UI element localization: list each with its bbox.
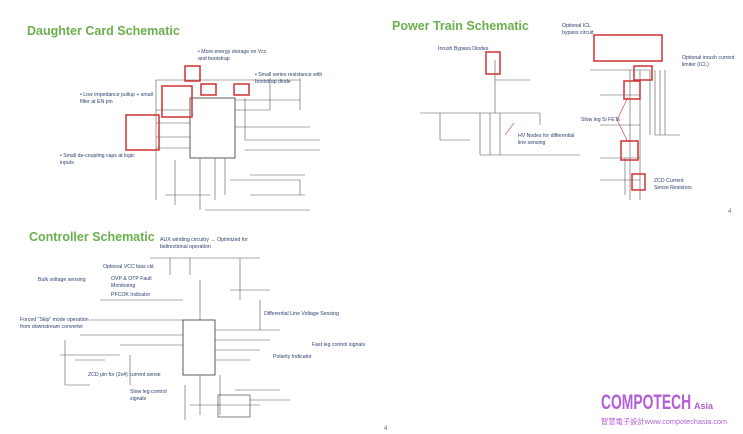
controller-title: Controller Schematic (29, 230, 155, 244)
logo-suffix: Asia (694, 401, 714, 411)
note-ovp-otp: OVP & OTP Fault Monitoring (111, 276, 152, 289)
power-train-page-number: 4 (728, 209, 732, 215)
note-inrush-diodes: Inrush Bypass Diodes (438, 46, 489, 52)
controller-schematic (60, 257, 290, 420)
power-train-title: Power Train Schematic (392, 19, 529, 33)
note-forced-skip: Forced “Skip” mode operation from downst… (20, 317, 89, 330)
note-energy-storage: More energy storage on Vcc and bootstrap (198, 49, 268, 63)
logo-tagline: 智慧電子設計www.compotechasia.com (601, 417, 728, 426)
note-zcd-resistors: ZCD Current Sense Resistors (654, 178, 692, 191)
power-train-schematic (420, 34, 680, 200)
note-polarity: Polarity Indicator (273, 354, 312, 360)
note-decoupling: Small de-coupling caps at logic inputs (60, 153, 142, 167)
daughter-card-schematic (125, 65, 320, 211)
compotech-logo: COMPOTECH Asia 智慧電子設計www.compotechasia.c… (601, 391, 741, 433)
note-bulk-voltage: Bulk voltage sensing (38, 277, 86, 283)
note-series-resistance: Small series resistance with bootstrap d… (255, 72, 340, 86)
logo-name: COMPOTECH (601, 391, 692, 414)
note-inrush-limiter: Optional inrush current limiter (ICL) (682, 55, 735, 68)
note-zcd-pin: ZCD pin for (2x4) current sense (88, 372, 161, 378)
note-vcc-bias: Optional VCC bias ckt (103, 264, 154, 270)
daughter-card-title: Daughter Card Schematic (27, 24, 180, 38)
note-pfcok: PFCOK Indicator (111, 292, 151, 298)
note-icl-bypass: Optional ICL bypass circuit (562, 23, 594, 36)
note-hv-nodes: HV Nodes for differential line sensing (518, 133, 575, 146)
note-diff-line-sensing: Differential Line Voltage Sensing (264, 311, 339, 317)
note-aux-winding: AUX winding circuitry → Optimized for bi… (160, 237, 248, 250)
note-slow-leg-signals: Slow leg control signals (130, 389, 167, 402)
note-fast-leg: Fast leg control signals (312, 342, 366, 348)
note-pullup: Low impedance pullup + small filter at E… (80, 92, 162, 106)
note-slow-leg-fets: Slow leg Si FETs (581, 117, 620, 123)
footer-page-number: 4 (384, 426, 388, 432)
